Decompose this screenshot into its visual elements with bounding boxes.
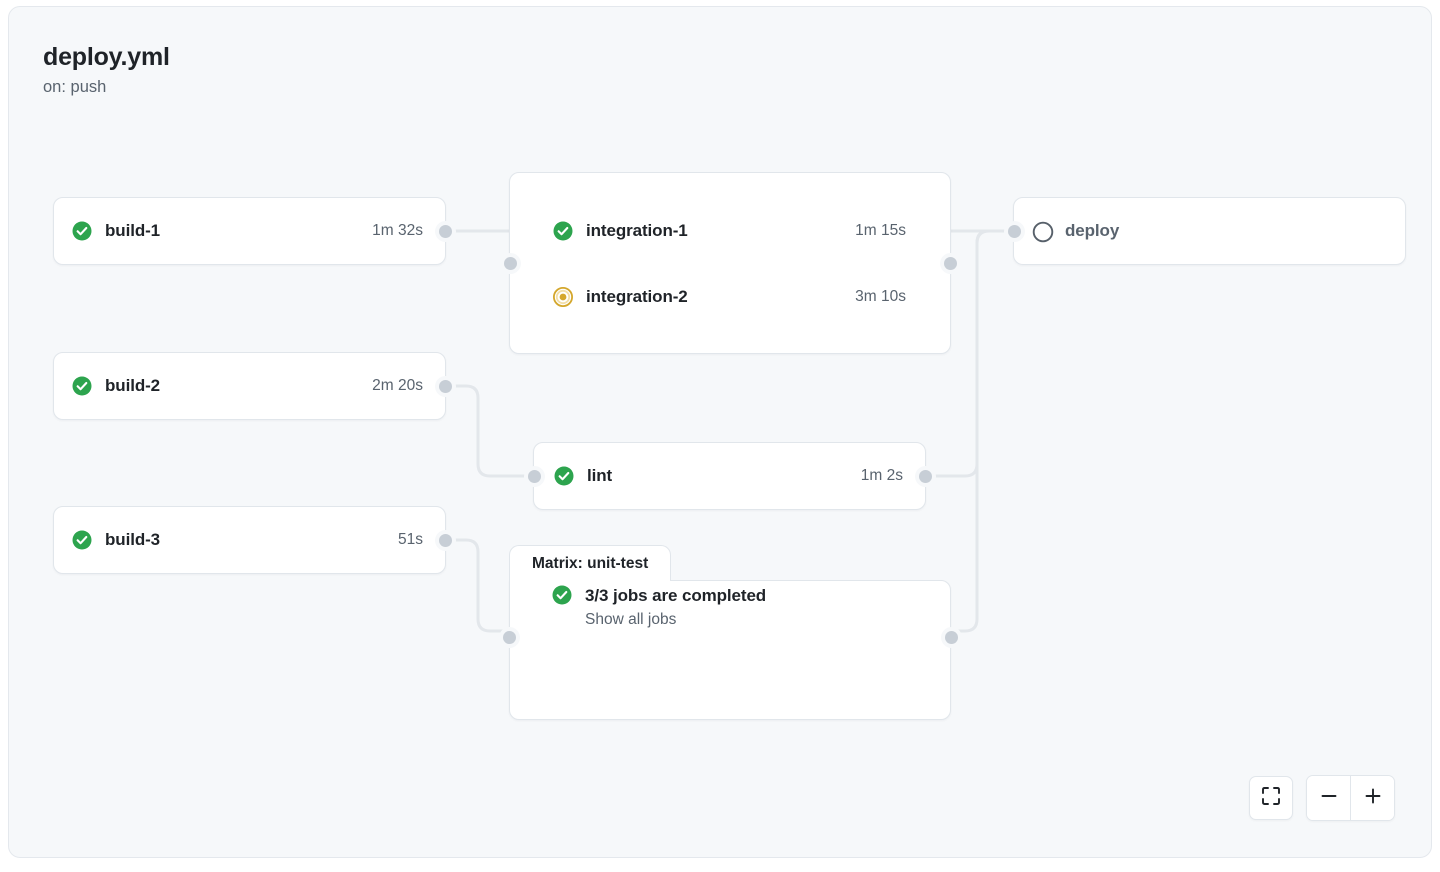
matrix-status-text: 3/3 jobs are completed bbox=[585, 586, 767, 605]
fit-to-screen-button[interactable] bbox=[1249, 776, 1293, 820]
matrix-body bbox=[509, 580, 951, 720]
status-success-icon bbox=[553, 221, 573, 241]
edge-build2-lint bbox=[444, 384, 535, 478]
connector-pin-output bbox=[944, 631, 958, 644]
status-success-icon bbox=[552, 585, 572, 605]
job-duration: 3m 10s bbox=[855, 288, 906, 305]
job-duration: 1m 15s bbox=[855, 222, 906, 239]
edge-matrix-deploy bbox=[949, 229, 1015, 633]
job-name: integration-2 bbox=[586, 287, 688, 306]
workflow-title: deploy.yml bbox=[43, 43, 170, 71]
connector-pin-output bbox=[438, 533, 452, 547]
job-node-build-1[interactable]: build-1 1m 32s bbox=[53, 197, 452, 265]
connector-pin-input bbox=[503, 256, 517, 270]
zoom-button-group bbox=[1306, 775, 1395, 821]
fit-to-screen-icon bbox=[1260, 785, 1282, 812]
job-name: lint bbox=[587, 466, 613, 485]
connector-pin-input bbox=[502, 631, 516, 644]
status-in-progress-icon bbox=[553, 287, 573, 307]
job-node-lint[interactable]: lint 1m 2s bbox=[527, 442, 932, 510]
edge-build3-matrix bbox=[444, 538, 511, 633]
status-pending-icon bbox=[1032, 221, 1054, 243]
edge-layer bbox=[444, 229, 1015, 633]
matrix-tab-label: Matrix: unit-test bbox=[532, 554, 649, 572]
connector-pin-output bbox=[438, 224, 452, 238]
job-node-build-2[interactable]: build-2 2m 20s bbox=[53, 352, 452, 420]
connector-pin-input bbox=[1007, 224, 1021, 238]
show-all-jobs-link[interactable]: Show all jobs bbox=[585, 611, 677, 629]
matrix-tab[interactable]: Matrix: unit-test bbox=[509, 545, 672, 581]
workflow-canvas[interactable]: deploy.yml on: push bbox=[8, 6, 1432, 858]
job-duration: 51s bbox=[398, 531, 423, 548]
plus-icon bbox=[1362, 785, 1384, 812]
workflow-header: deploy.yml on: push bbox=[43, 43, 170, 98]
status-success-icon bbox=[72, 376, 92, 396]
job-name: deploy bbox=[1065, 221, 1120, 240]
connector-pin-input bbox=[527, 469, 541, 483]
job-name: integration-1 bbox=[586, 221, 688, 240]
job-group-integration[interactable]: integration-1 1m 15s integration-2 3m 10… bbox=[503, 172, 957, 354]
status-success-icon bbox=[72, 221, 92, 241]
status-success-icon bbox=[554, 466, 574, 486]
job-name: build-1 bbox=[105, 221, 161, 240]
connector-pin-output bbox=[918, 469, 932, 483]
job-duration: 1m 32s bbox=[372, 222, 423, 239]
status-success-icon bbox=[72, 530, 92, 550]
job-node-build-3[interactable]: build-3 51s bbox=[53, 506, 452, 574]
job-duration: 1m 2s bbox=[860, 467, 903, 484]
job-node-deploy[interactable]: deploy bbox=[1007, 197, 1406, 265]
matrix-content: 3/3 jobs are completed Show all jobs bbox=[552, 585, 766, 630]
job-group-matrix-unit-test[interactable]: Matrix: unit-test 3/3 jobs are completed… bbox=[502, 545, 958, 720]
connector-pin-output bbox=[438, 379, 452, 393]
zoom-in-button[interactable] bbox=[1351, 776, 1394, 820]
job-name: build-3 bbox=[105, 530, 161, 549]
connector-pin-output bbox=[943, 256, 957, 270]
zoom-out-button[interactable] bbox=[1307, 776, 1351, 820]
job-duration: 2m 20s bbox=[372, 377, 423, 394]
minus-icon bbox=[1318, 785, 1340, 812]
job-row-integration-1[interactable]: integration-1 1m 15s bbox=[510, 214, 950, 248]
workflow-trigger: on: push bbox=[43, 77, 107, 96]
job-name: build-2 bbox=[105, 376, 161, 395]
zoom-controls bbox=[1249, 775, 1395, 821]
job-row-integration-2[interactable]: integration-2 3m 10s bbox=[510, 280, 950, 314]
